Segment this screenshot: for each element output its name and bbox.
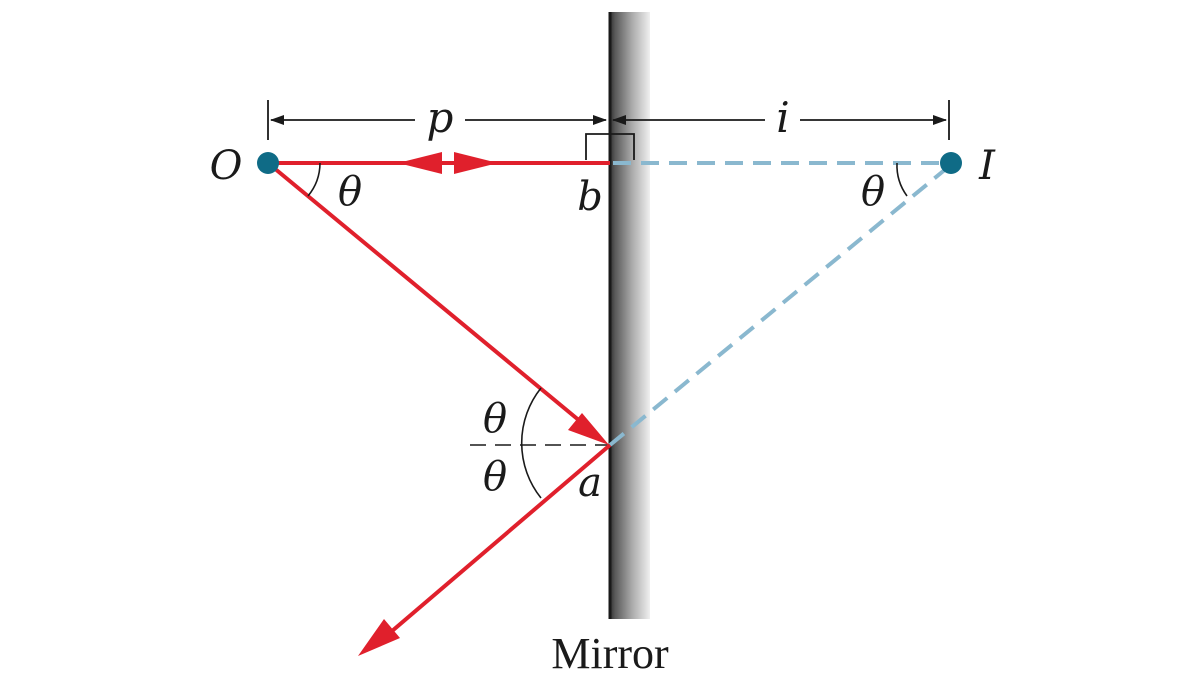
reflected-ray-arrowhead (358, 619, 400, 656)
label-p: p (427, 93, 454, 142)
dimension-i (612, 100, 950, 140)
reflected-ray (376, 443, 612, 645)
angle-arc-at-a (520, 387, 542, 499)
theta-label-o: θ (338, 169, 362, 215)
angle-arc-at-o (307, 162, 321, 197)
ray-arrowhead-at-a (568, 413, 609, 445)
virtual-ray-diagonal (608, 166, 949, 447)
dimension-p (267, 100, 607, 140)
label-i: i (776, 93, 789, 142)
mirror-caption: Mirror (551, 629, 669, 675)
image-point (940, 152, 962, 174)
label-a: a (578, 460, 602, 506)
theta-label-i: θ (861, 169, 885, 215)
ray-arrowhead-toward-o (398, 152, 442, 174)
label-b: b (577, 174, 603, 220)
label-image-i: I (978, 143, 996, 189)
object-point (257, 152, 279, 174)
theta-label-incidence: θ (483, 396, 507, 442)
right-angle-mark-right (610, 133, 635, 160)
mirror (609, 12, 650, 619)
angle-arc-at-i (896, 162, 908, 197)
theta-label-reflection: θ (483, 454, 507, 500)
ray-arrowhead-toward-b (454, 152, 498, 174)
right-angle-mark-left (585, 133, 610, 160)
ray-o-to-a (266, 161, 600, 438)
label-object-o: O (210, 143, 243, 189)
